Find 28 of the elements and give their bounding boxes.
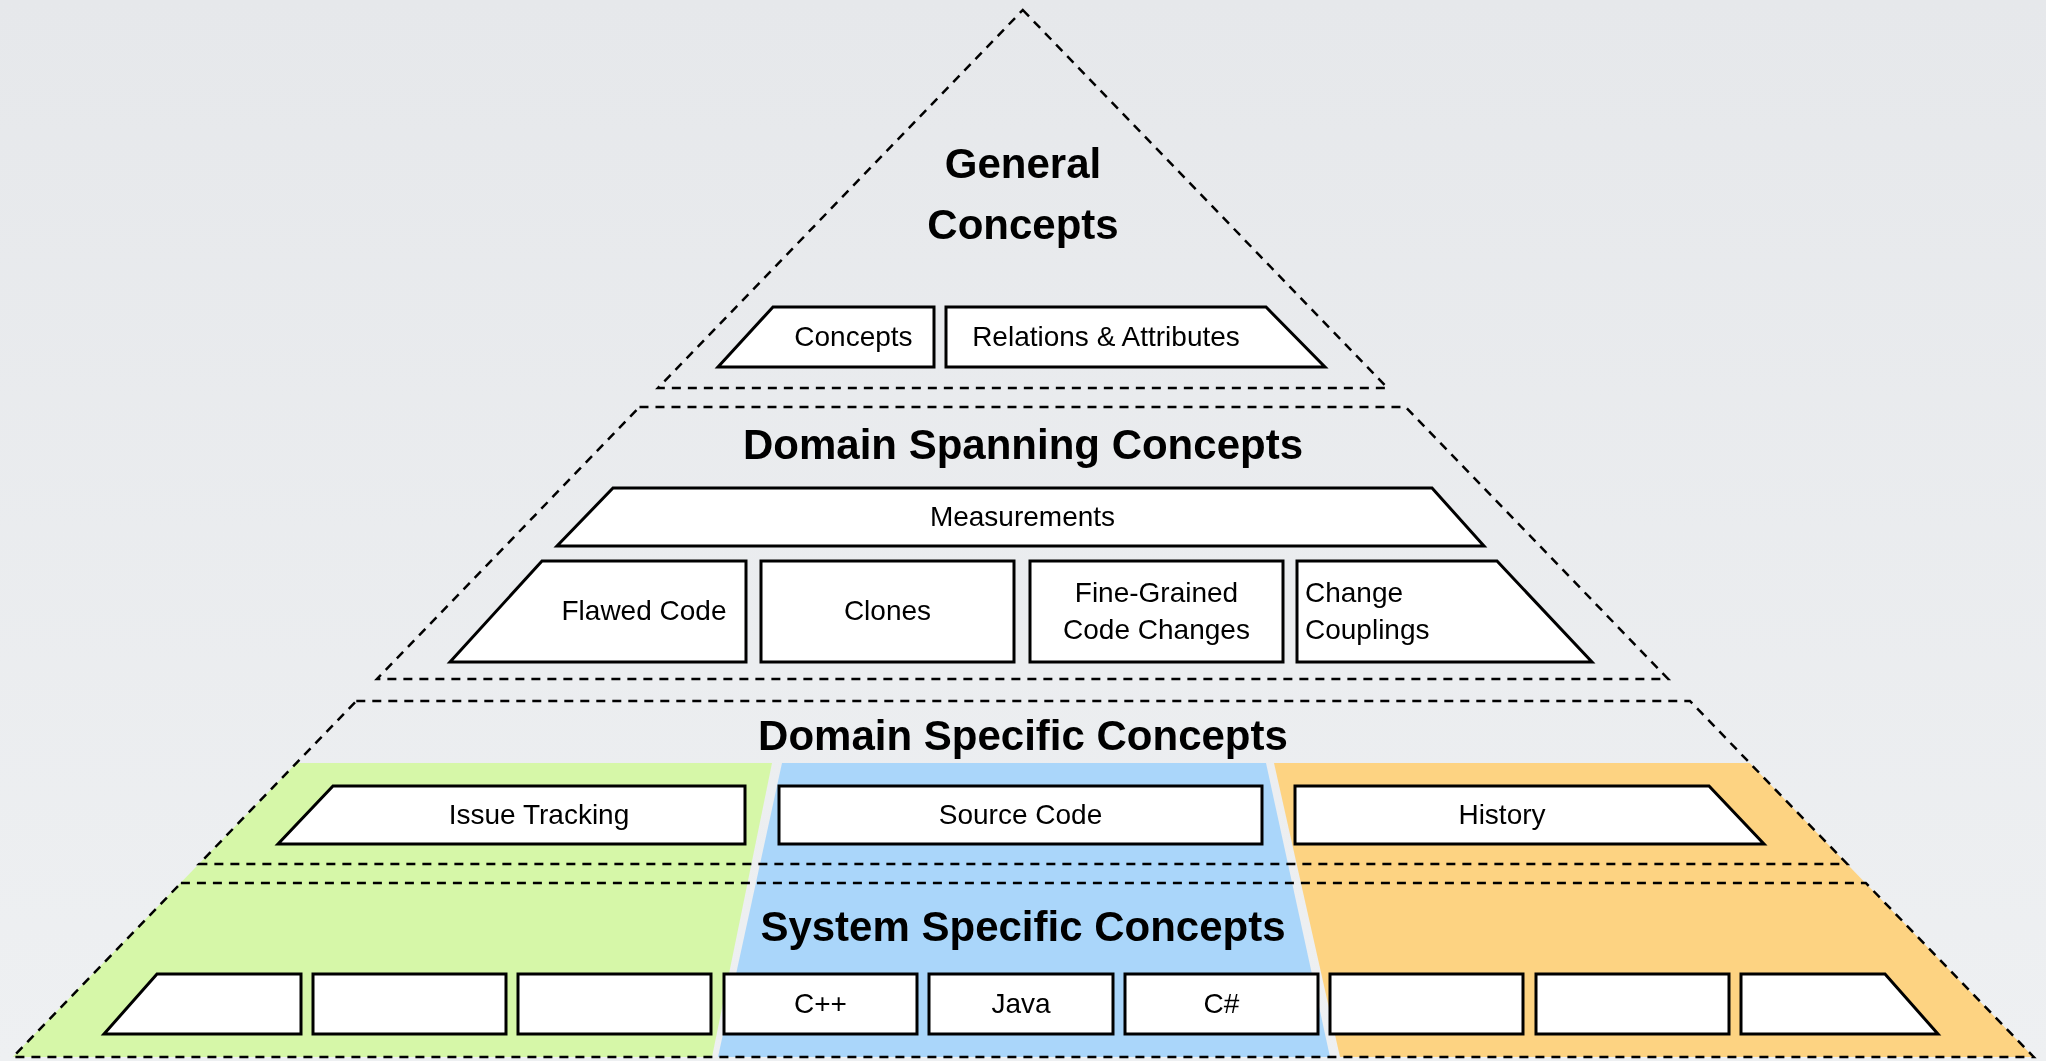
tier-title: System Specific Concepts	[760, 901, 1286, 952]
concept-box	[313, 974, 506, 1034]
concept-box	[761, 561, 1014, 662]
box-label: C++	[794, 986, 847, 1021]
box-label: Change Couplings	[1305, 576, 1431, 647]
tier-title: Domain Spanning Concepts	[742, 419, 1303, 470]
concept-box	[518, 974, 711, 1034]
concept-box	[779, 786, 1262, 844]
pyramid-tier	[658, 10, 1388, 388]
box-label: Flawed Code	[561, 594, 727, 629]
box-label: Clones	[843, 594, 932, 629]
box-label: Java	[991, 986, 1051, 1021]
box-label: Concepts	[794, 319, 913, 354]
concept-box	[724, 974, 917, 1034]
tier-title: Domain Specific Concepts	[758, 710, 1288, 761]
tier-title: General Concepts	[926, 139, 1120, 250]
box-label: Fine-Grained Code Changes	[1062, 576, 1251, 647]
pyramid-tier	[198, 701, 1848, 864]
box-label: C#	[1203, 986, 1240, 1021]
concept-box	[929, 974, 1113, 1034]
box-label: Source Code	[938, 797, 1103, 832]
concept-box	[1536, 974, 1729, 1034]
concept-box	[1125, 974, 1318, 1034]
pyramid-tier	[12, 883, 2034, 1057]
pyramid-tier	[377, 407, 1669, 679]
concept-box	[1330, 974, 1523, 1034]
concept-box	[1030, 561, 1283, 662]
box-label: History	[1458, 797, 1546, 832]
